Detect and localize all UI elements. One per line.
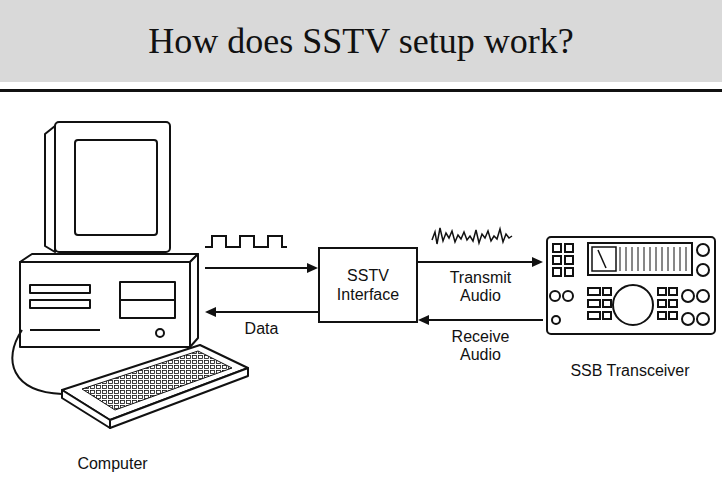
computer-node: Computer <box>20 118 205 473</box>
title-rule <box>0 89 722 92</box>
transceiver-node: SSB Transceiver <box>543 233 717 380</box>
computer-drawing <box>12 122 248 428</box>
square-wave <box>205 236 287 247</box>
edge-label: Data <box>220 320 304 338</box>
edge-label: Receive Audio <box>439 328 523 363</box>
interface-box: SSTV Interface <box>318 247 418 323</box>
arrow-connector <box>205 263 318 273</box>
title-text: How does SSTV setup work? <box>0 0 722 82</box>
node-label: SSB Transceiver <box>570 361 689 380</box>
edge-label: Transmit Audio <box>439 269 523 304</box>
node-label: Computer <box>77 454 147 473</box>
arrow-connector <box>205 307 318 317</box>
node-label: SSTV Interface <box>330 266 406 304</box>
arrow-connector <box>418 257 543 267</box>
audio-waveform <box>432 228 512 244</box>
transceiver-drawing <box>547 237 715 334</box>
arrow-connector <box>418 315 543 325</box>
